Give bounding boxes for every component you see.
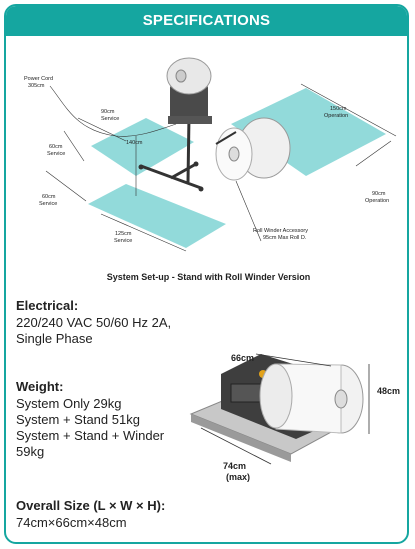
electrical-line2: Single Phase [16, 331, 93, 346]
film-roll-top [166, 57, 212, 95]
svg-text:Service: Service [114, 238, 132, 244]
weight-title: Weight: [16, 379, 64, 394]
length-dimension: 74cm [223, 461, 246, 471]
weight-line1: System Only 29kg [16, 396, 122, 411]
svg-text:60cm: 60cm [42, 194, 56, 200]
svg-text:95cm Max Roll D.: 95cm Max Roll D. [263, 235, 307, 241]
svg-text:Service: Service [39, 201, 57, 207]
weight-line4: 59kg [16, 444, 45, 459]
svg-text:Operation: Operation [365, 198, 389, 204]
service-zone-bottom [88, 184, 226, 248]
weight-line3: System + Stand + Winder [16, 428, 165, 443]
svg-text:150cm: 150cm [330, 106, 347, 112]
electrical-title: Electrical: [16, 298, 79, 313]
machine-head [170, 84, 208, 120]
height-dimension: 48cm [377, 386, 400, 396]
svg-text:Operation: Operation [324, 113, 348, 119]
length-dimension-note: (max) [226, 472, 250, 482]
svg-text:Power Cord: Power Cord [24, 76, 53, 82]
diagram-caption: System Set-up - Stand with Roll Winder V… [106, 272, 311, 282]
machine-illustration: 66cm 48cm 74cm (max) [189, 353, 400, 482]
electrical-line1: 220/240 VAC 50/60 Hz 2A, [16, 315, 172, 330]
svg-text:125cm: 125cm [115, 231, 132, 237]
service-zone-left [91, 118, 194, 176]
svg-text:Service: Service [101, 116, 119, 122]
weight-line2: System + Stand 51kg [16, 412, 140, 427]
width-dimension: 66cm [231, 353, 254, 363]
stand-illustration [140, 115, 202, 190]
overall-value: 74cm×66cm×48cm [16, 515, 127, 530]
svg-text:60cm: 60cm [49, 144, 63, 150]
spec-card: SPECIFICATIONS [4, 4, 409, 544]
svg-text:90cm: 90cm [372, 191, 386, 197]
svg-text:305cm: 305cm [28, 83, 45, 89]
svg-text:Service: Service [47, 151, 65, 157]
svg-text:140cm: 140cm [126, 140, 143, 146]
page-title: SPECIFICATIONS [6, 6, 407, 36]
operation-zone-right [231, 88, 386, 176]
svg-text:90cm: 90cm [101, 109, 115, 115]
svg-text:Roll Winder Accessory: Roll Winder Accessory [253, 228, 308, 234]
overall-title: Overall Size (L × W × H): [16, 498, 166, 513]
setup-diagram: Power Cord 305cm 90cm Service 60cm Servi… [24, 57, 397, 252]
